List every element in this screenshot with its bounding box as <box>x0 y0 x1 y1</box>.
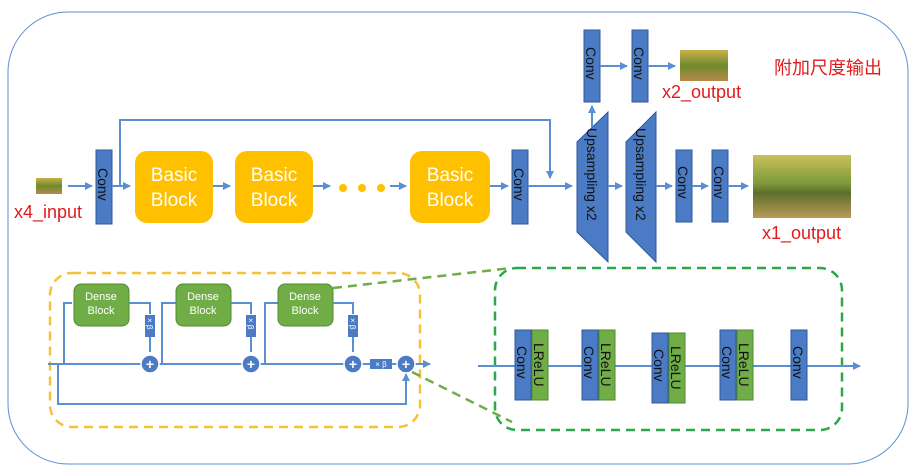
dense-block-1-line2: Block <box>88 305 115 317</box>
upsampling-1 <box>576 110 609 264</box>
x2-output-label: x2_output <box>662 82 741 103</box>
plus-node-2-label: + <box>247 356 255 372</box>
dense-detail-conv-1-label: Conv <box>514 346 530 379</box>
beta-scale-2 <box>246 315 256 337</box>
conv-1-label: Conv <box>95 168 111 201</box>
dense-detail-lrelu-2 <box>598 329 616 401</box>
dense-detail-lrelu-3 <box>668 332 686 404</box>
conv-2-label: Conv <box>511 168 527 201</box>
plus-node-2 <box>241 354 261 374</box>
dense-1-output-line <box>129 302 151 314</box>
dense-detail-lrelu-1-label: LReLU <box>531 343 547 387</box>
dense-detail-lrelu-2-label: LReLU <box>598 343 614 387</box>
beta-scale-1 <box>145 315 155 337</box>
zoom-connector-top <box>332 266 513 290</box>
branch-conv-2-label: Conv <box>631 47 647 80</box>
basic-block-1 <box>135 151 213 223</box>
basic-block-2 <box>235 151 313 223</box>
dense-block-3-line1: Dense <box>289 291 321 303</box>
rrdb-detail-box <box>48 271 422 429</box>
beta-scale-1-label: × β <box>145 318 154 330</box>
dense-detail-conv-3-label: Conv <box>651 349 667 382</box>
outer-frame <box>7 11 909 465</box>
input-image <box>36 178 62 194</box>
dense-block-2 <box>175 283 232 327</box>
extra-scale-label: 附加尺度输出 <box>774 58 882 79</box>
dense-detail-conv-1 <box>514 329 532 401</box>
plus-node-3 <box>343 354 363 374</box>
dense-block-1 <box>73 283 130 327</box>
dense-detail-lrelu-4 <box>736 329 754 401</box>
global-skip-line <box>119 119 554 186</box>
upsampling-1-label: Upsampling x2 <box>584 128 600 221</box>
basic-block-3-line1: Basic <box>427 165 473 186</box>
ellipsis-dot-2 <box>358 184 366 192</box>
dense-detail-conv-4 <box>719 329 737 401</box>
upsampling-2 <box>625 110 657 264</box>
basic-block-2-line1: Basic <box>251 165 297 186</box>
dense-detail-conv-2-label: Conv <box>581 346 597 379</box>
plus-node-final <box>396 354 416 374</box>
dense-1-input-line <box>63 302 72 364</box>
dense-3-input-line <box>264 302 278 364</box>
basic-block-1-line1: Basic <box>151 165 197 186</box>
dense-block-1-line1: Dense <box>85 291 117 303</box>
dense-detail-conv-2 <box>581 329 599 401</box>
dense-detail-lrelu-1 <box>531 329 549 401</box>
beta-scale-final-label: × β <box>375 360 387 369</box>
plus-node-1-label: + <box>146 356 154 372</box>
plus-node-3-label: + <box>349 356 357 372</box>
conv-3-label: Conv <box>675 166 691 199</box>
dense-detail-box <box>493 266 844 432</box>
zoom-connector-bottom <box>411 370 513 424</box>
ellipsis-dot-3 <box>377 184 385 192</box>
input-label: x4_input <box>14 202 82 223</box>
x1-output-label: x1_output <box>762 223 841 244</box>
dense-detail-lrelu-4-label: LReLU <box>736 343 752 387</box>
dense-3-output-line <box>333 302 354 314</box>
beta-scale-3-label: × β <box>348 318 357 330</box>
ellipsis-dot-1 <box>339 184 347 192</box>
upsampling-2-label: Upsampling x2 <box>633 128 649 221</box>
basic-block-3-line2: Block <box>427 190 474 211</box>
dense-detail-conv-3 <box>651 332 669 404</box>
rrdb-outer-skip <box>57 364 410 405</box>
basic-block-2-line2: Block <box>251 190 298 211</box>
plus-node-final-label: + <box>402 356 410 372</box>
dense-detail-conv-4-label: Conv <box>719 346 735 379</box>
dense-2-input-line <box>161 302 176 364</box>
x2-output-image <box>680 50 728 81</box>
dense-block-3-line2: Block <box>292 305 319 317</box>
x1-output-image <box>753 155 851 218</box>
basic-block-1-line2: Block <box>151 190 198 211</box>
dense-block-3 <box>277 283 334 327</box>
branch-conv-1-label: Conv <box>583 47 599 80</box>
dense-block-2-line1: Dense <box>187 291 219 303</box>
basic-block-3 <box>410 151 490 223</box>
conv-4-label: Conv <box>711 166 727 199</box>
beta-scale-2-label: × β <box>246 318 255 330</box>
dense-detail-conv-5-label: Conv <box>790 346 806 379</box>
plus-node-1 <box>140 354 160 374</box>
dense-detail-conv-5 <box>790 329 808 401</box>
dense-detail-lrelu-3-label: LReLU <box>668 346 684 390</box>
beta-scale-3 <box>348 315 358 337</box>
beta-scale-final <box>370 359 392 369</box>
dense-block-2-line2: Block <box>190 305 217 317</box>
dense-2-output-line <box>231 302 252 314</box>
